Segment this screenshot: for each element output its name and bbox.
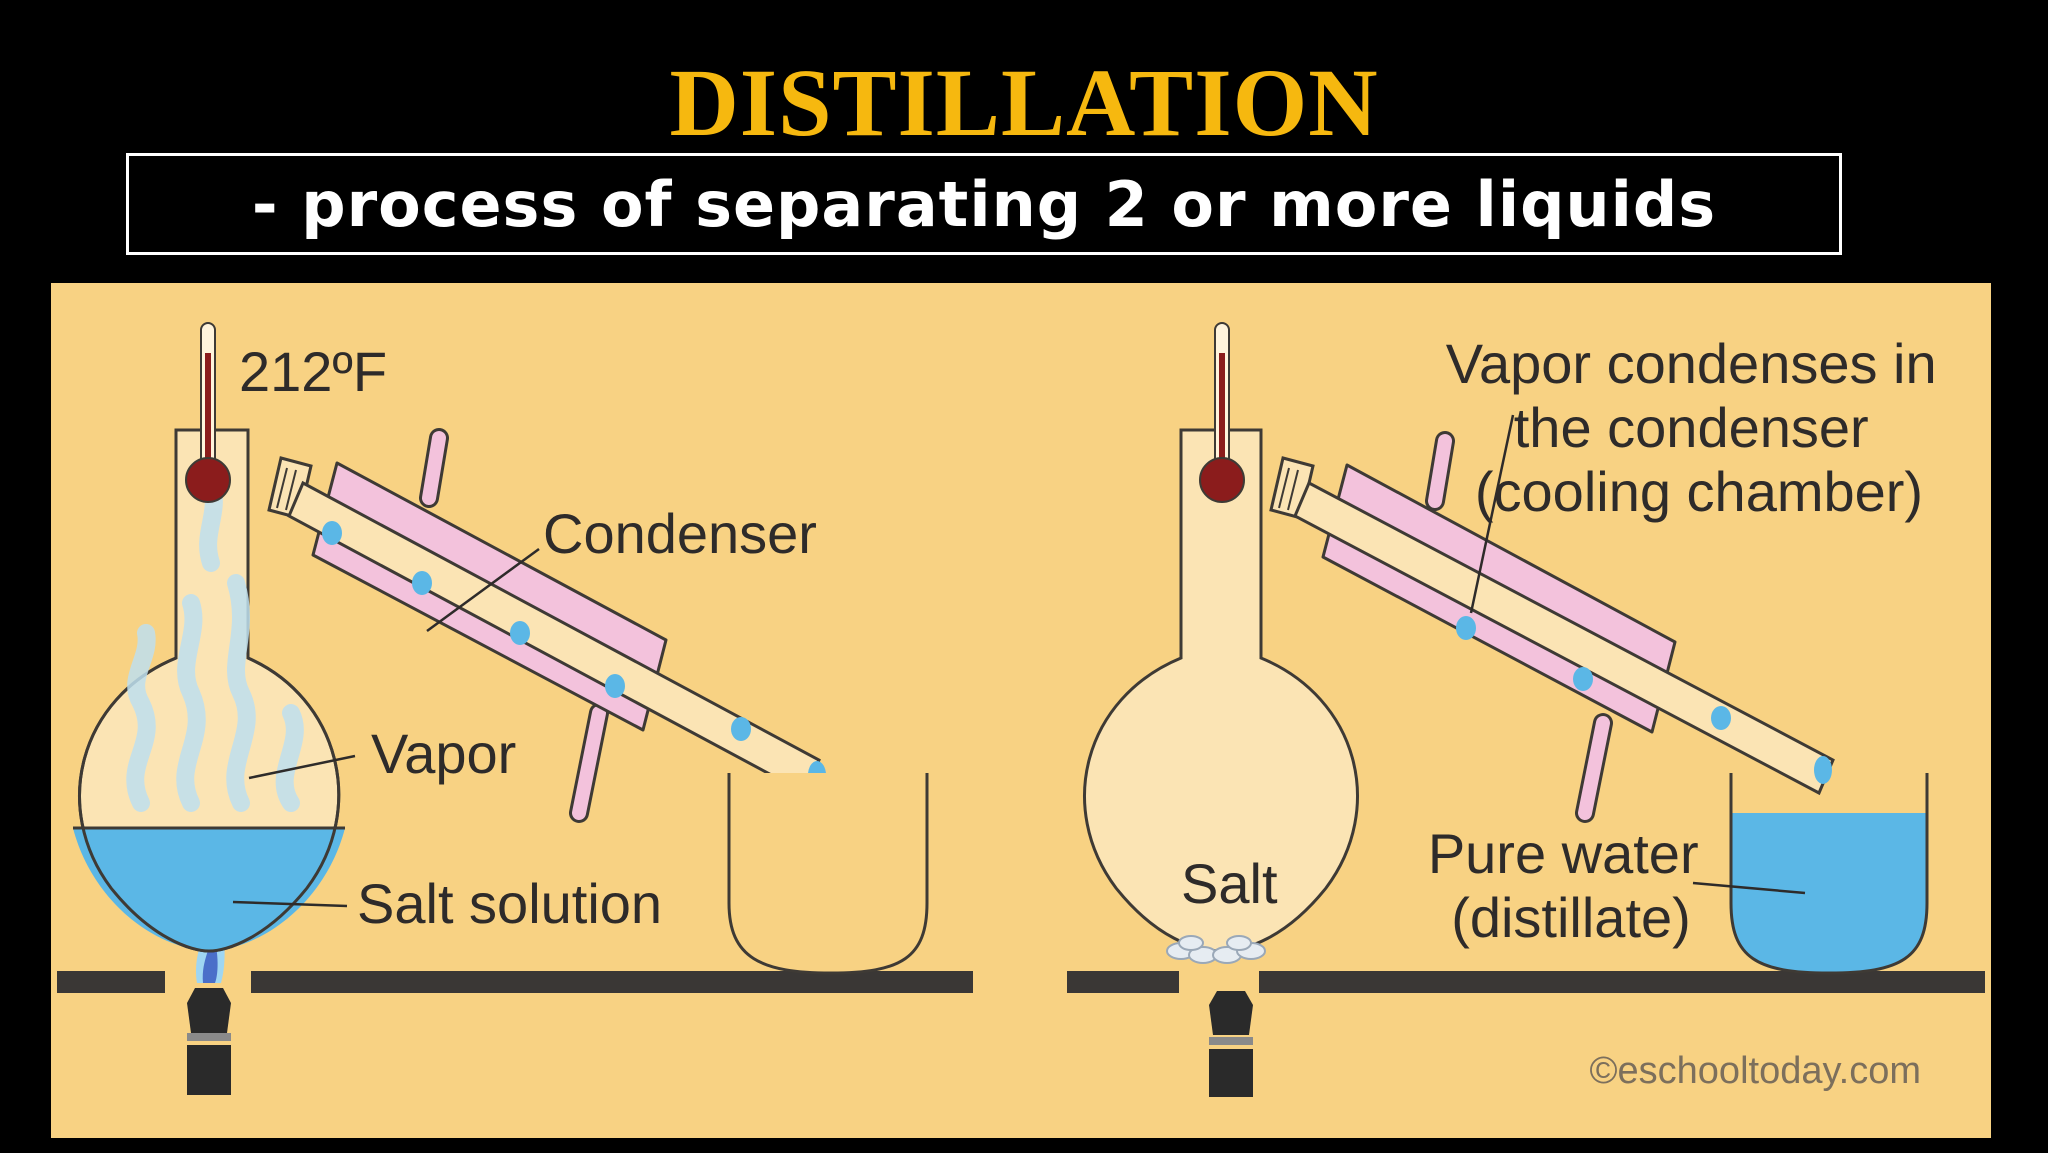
thermometer-right <box>1199 322 1245 503</box>
subtitle-box: - process of separating 2 or more liquid… <box>126 153 1842 255</box>
burner-left <box>187 893 231 1095</box>
label-vapor-condenses: Vapor condenses in the condenser (coolin… <box>1446 332 1952 523</box>
condenser-left <box>287 428 821 823</box>
beaker-left <box>727 773 929 975</box>
thermometer-left <box>185 322 231 503</box>
flask-left <box>73 428 345 953</box>
label-pure-water: Pure water (distillate) <box>1428 822 1714 949</box>
stand-left-b <box>251 971 973 993</box>
pointer-lines-right <box>1469 414 1806 895</box>
beaker-right <box>1729 773 1929 975</box>
label-vapor: Vapor <box>371 722 516 785</box>
left-apparatus: 212ºF Condenser Vapor Salt solution <box>57 322 973 1095</box>
condenser-right <box>1293 431 1835 823</box>
droplets-left <box>322 521 826 789</box>
credit-text: ©eschooltoday.com <box>1590 1050 1921 1092</box>
label-condenser: Condenser <box>543 502 817 565</box>
burner-right <box>1209 991 1253 1097</box>
page-title: DISTILLATION <box>669 49 1379 156</box>
subtitle: - process of separating 2 or more liquid… <box>251 167 1717 241</box>
flask-right <box>1083 428 1359 964</box>
stand-right-b <box>1259 971 1985 993</box>
label-temperature: 212ºF <box>239 340 387 403</box>
distillation-diagram: 212ºF Condenser Vapor Salt solution <box>57 322 1985 1097</box>
stand-left-a <box>57 971 165 993</box>
label-salt: Salt <box>1181 852 1278 915</box>
right-apparatus: Vapor condenses in the condenser (coolin… <box>1067 322 1985 1097</box>
stand-right-a <box>1067 971 1179 993</box>
pointer-lines-left <box>232 547 540 908</box>
droplets-right <box>1456 616 1832 784</box>
label-salt-solution: Salt solution <box>357 872 662 935</box>
diagram-panel: 212ºF Condenser Vapor Salt solution <box>51 283 1991 1138</box>
